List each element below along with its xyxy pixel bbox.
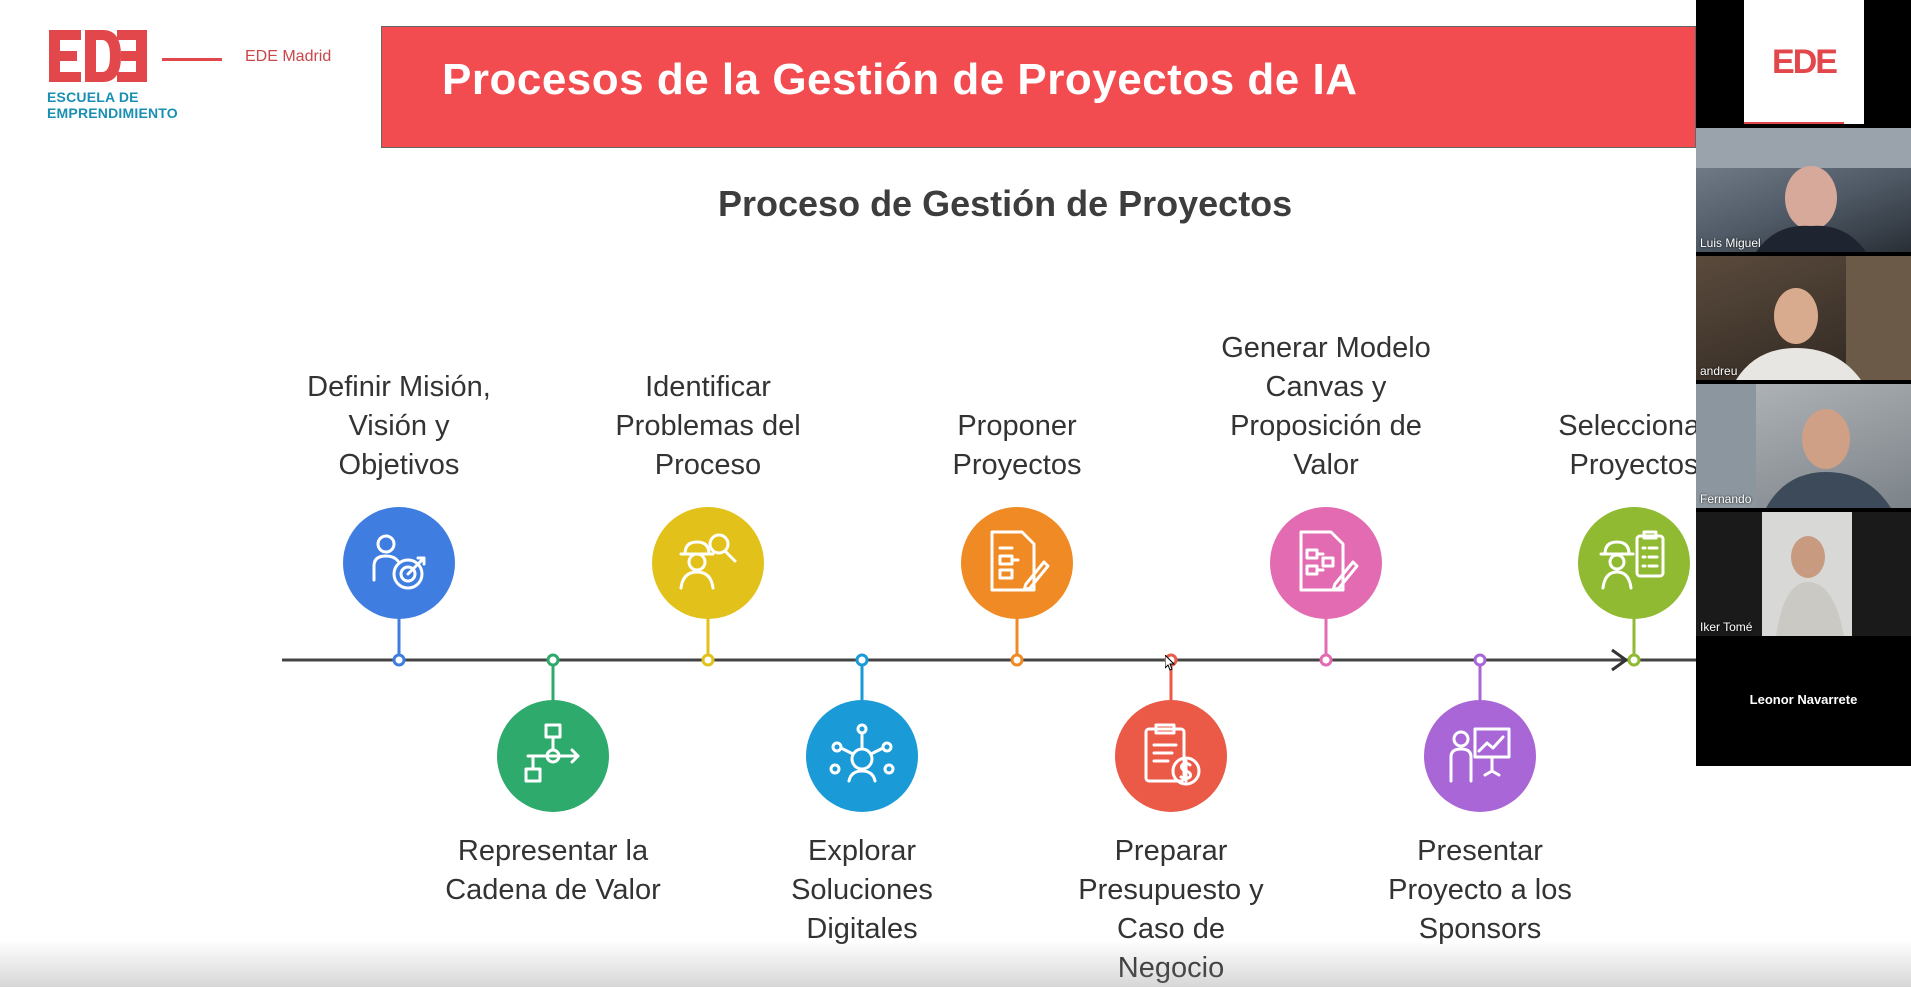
participant-video [1762,512,1852,636]
step-label: Explorar Soluciones Digitales [791,835,933,945]
person-target-icon [343,507,455,619]
presentation-icon [1424,700,1536,812]
logo-divider [162,58,222,61]
participant-tile[interactable]: Fernando [1696,384,1911,508]
participant-video [1696,384,1891,508]
timeline-arrow [1611,648,1629,672]
brand-location: EDE Madrid [245,48,332,65]
network-person-icon [806,700,918,812]
tile-underline [1744,122,1844,124]
timeline-node [546,653,560,667]
timeline-node [1010,653,1024,667]
host-logo-tile[interactable]: EDE [1696,0,1911,124]
ede-logo-mark [45,26,149,86]
step-label: Preparar Presupuesto y Caso de Negocio [1078,835,1264,984]
step-label: Definir Misión, Visión y Objetivos [307,371,491,481]
participant-name: Luis Miguel [1700,236,1761,250]
participant-name: Leonor Navarrete [1749,692,1858,707]
mouse-cursor-icon [1165,655,1175,671]
slide-title: Procesos de la Gestión de Proyectos de I… [442,55,1358,104]
timeline-node [1473,653,1487,667]
ede-logo-icon: EDE [1744,0,1864,124]
title-banner: Procesos de la Gestión de Proyectos de I… [381,26,1696,148]
slide-subtitle: Proceso de Gestión de Proyectos [718,183,1293,224]
participant-name: andreu [1700,364,1738,378]
worker-checklist-icon [1578,507,1690,619]
participants-panel: EDE Luis Miguel andreu Fernando [1696,0,1911,766]
worker-search-icon [652,507,764,619]
presentation-slide: ESCUELA DE EMPRENDIMIENTO EDE Madrid Pro… [45,26,1710,984]
participant-tile[interactable]: andreu [1696,256,1911,380]
participant-name: Iker Tomé [1700,620,1753,634]
participant-video [1736,256,1911,380]
participant-video [1696,128,1911,252]
timeline-node [855,653,869,667]
step-label: Proponer Proyectos [952,410,1082,481]
budget-clipboard-icon [1115,700,1227,812]
timeline-node [392,653,406,667]
step-label: Seleccionar Proyectos [1558,410,1710,481]
timeline-node [1627,653,1641,667]
bottom-shade [0,940,1911,987]
ede-logo: ESCUELA DE EMPRENDIMIENTO [45,26,205,126]
audio-only-tile[interactable]: Leonor Navarrete [1696,640,1911,766]
step-label: Generar Modelo Canvas y Proposición de V… [1221,332,1431,481]
participant-tile[interactable]: Iker Tomé [1696,512,1911,636]
flowchart-icon [497,700,609,812]
timeline-node [701,653,715,667]
logo-school-name: ESCUELA DE EMPRENDIMIENTO [47,89,178,121]
step-label: Identificar Problemas del Proceso [615,371,801,481]
step-label: Presentar Proyecto a los Sponsors [1388,835,1572,945]
document-edit-icon [961,507,1073,619]
timeline-node [1319,653,1333,667]
canvas-edit-icon [1270,507,1382,619]
step-label: Representar la Cadena de Valor [445,835,661,906]
participant-name: Fernando [1700,492,1752,506]
participant-tile[interactable]: Luis Miguel [1696,128,1911,252]
